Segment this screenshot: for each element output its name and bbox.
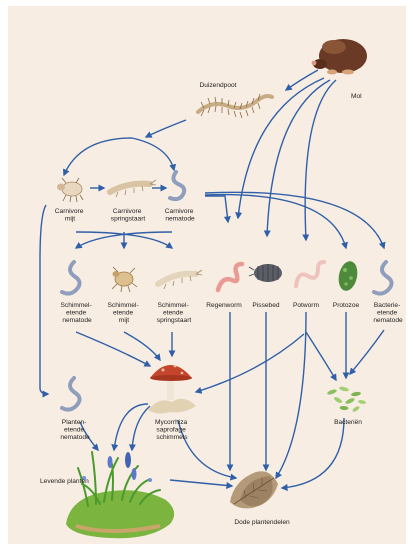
arrow-nematode-to-regenworm <box>205 196 228 222</box>
label-carnivore-springstaart: Carnivore springstaart <box>111 208 146 223</box>
carnivore-nematode-icon <box>170 172 184 199</box>
arrow-planten-to-dode-plantendelen <box>170 480 232 486</box>
plant-feeding-nematode-icon <box>62 378 80 410</box>
label-protozoe: Protozoe <box>333 302 360 309</box>
label-carnivore-mijt: Carnivore mijt <box>55 208 85 223</box>
label-carnivore-nematode: Carnivore nematode <box>165 208 195 223</box>
arrow-potworm-to-mycorrhiza <box>196 334 304 392</box>
arrow-mycorrhiza-to-planten-a <box>114 404 148 450</box>
arrow-schimmel-nematode-to-mycorrhiza <box>76 332 150 366</box>
mushroom-icon <box>148 365 196 414</box>
carnivore-springtail-icon <box>110 180 156 197</box>
fungal-feeding-springtail-icon <box>158 270 202 289</box>
fungal-feeding-nematode-icon <box>62 262 80 294</box>
label-bacterien: Bacteriën <box>334 419 362 426</box>
label-planteetende-nematode: Planten- etende nematode <box>60 419 90 441</box>
bacterial-feeding-nematode-icon <box>374 262 392 294</box>
dead-leaf-icon <box>230 471 278 508</box>
arrow-nematode-to-bacterie-nematode <box>205 192 384 248</box>
arrow-carnivore-mijt-to-planten-nematode <box>40 205 48 394</box>
arrow-mycorrhiza-to-planten-b <box>132 406 150 450</box>
arrow-bacterien-to-dode-plantendelen <box>282 418 344 488</box>
label-dode-plantendelen: Dode plantendelen <box>234 519 290 526</box>
arrow-split-to-carnivore-nematode <box>132 138 174 170</box>
label-schimmeletende-nematode: Schimmel- etende nematode <box>61 302 94 324</box>
arrow-mol-to-potworm <box>305 80 336 240</box>
label-mycorrhiza: Mycorrhiza saprofage schimmels <box>155 419 189 441</box>
potworm-icon <box>296 262 324 286</box>
label-schimmeletende-mijt: Schimmel- etende mijt <box>108 302 141 324</box>
label-levende-planten: Levende planten <box>40 478 89 485</box>
carnivore-mite-icon <box>57 178 83 202</box>
arrow-bacterie-nematode-to-bacterien <box>350 330 384 374</box>
arrow-split-to-carnivore-mijt <box>64 138 132 175</box>
earthworm-icon <box>218 264 242 290</box>
label-mol: Mol <box>351 93 362 100</box>
mole-icon <box>312 39 367 75</box>
arrow-group <box>40 70 384 488</box>
arrow-mol-to-duizendpoot <box>286 70 318 90</box>
label-potworm: Potworm <box>293 302 320 309</box>
label-bacterieetende-nematode: Bacterie- etende nematode <box>373 302 403 324</box>
protozoa-icon <box>336 259 360 292</box>
arrow-duizendpoot-to-carnivores <box>146 120 186 137</box>
centipede-icon <box>198 94 272 118</box>
woodlouse-icon <box>249 264 282 282</box>
label-schimmeletende-springstaart: Schimmel- etende springstaart <box>157 302 192 324</box>
label-duizendpoot: Duizendpoot <box>199 82 236 89</box>
bacteria-icon <box>327 386 367 413</box>
plants-icon <box>66 452 174 538</box>
label-pissebed: Pissebed <box>252 302 279 309</box>
fungal-feeding-mite-icon <box>112 267 137 292</box>
arrow-potworm-to-bacterien <box>306 332 336 380</box>
label-regenworm: Regenworm <box>206 302 242 309</box>
